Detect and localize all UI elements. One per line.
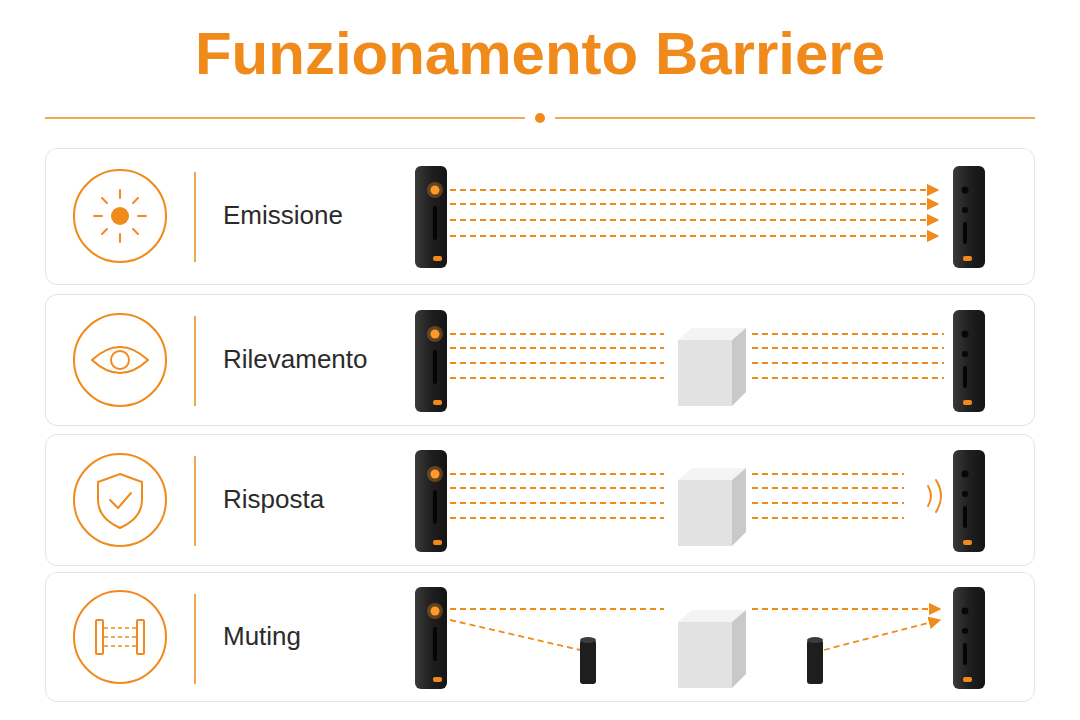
stage-label: Emissione — [223, 200, 343, 231]
diagram-title: Funzionamento Barriere — [0, 18, 1080, 90]
stage-panel: Rilevamento — [45, 294, 1035, 426]
stage-panel: Muting — [45, 572, 1035, 702]
stage-label: Risposta — [223, 484, 324, 515]
stage-label: Rilevamento — [223, 344, 368, 375]
stage-panel: Emissione — [45, 148, 1035, 285]
stage-label: Muting — [223, 621, 301, 652]
stage-panel: Risposta — [45, 434, 1035, 566]
